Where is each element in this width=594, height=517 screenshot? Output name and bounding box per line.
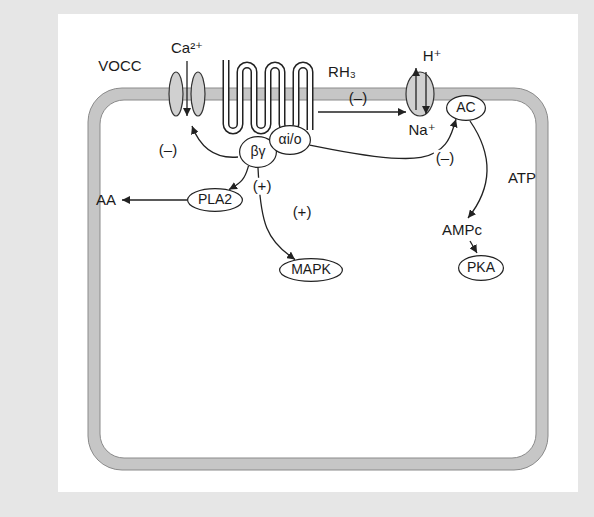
ellipse-shape	[270, 126, 311, 155]
release-arrow	[122, 199, 187, 200]
diagram-label: Ca²⁺	[171, 40, 203, 57]
activation-arrow	[470, 241, 477, 253]
diagram-label: H⁺	[423, 48, 442, 65]
cell-membrane	[88, 88, 548, 470]
ellipse-shape	[459, 256, 504, 281]
signal-ellipse: αi/o	[269, 125, 311, 155]
node-label: βγ	[250, 144, 265, 159]
exchanger	[406, 72, 434, 116]
node-label: PKA	[467, 260, 495, 275]
diagram-label: (–)	[349, 90, 367, 107]
calcium-influx-arrow	[186, 61, 187, 116]
calcium-channel	[191, 72, 205, 116]
sodium-influx-arrow	[425, 72, 426, 114]
signal-ellipse: MAPK	[279, 258, 343, 282]
ellipse-shape	[447, 96, 486, 121]
node-label: PLA2	[198, 192, 232, 207]
node-label: AC	[456, 100, 475, 115]
signal-arrow	[229, 166, 249, 190]
inhibition-arrow	[318, 111, 406, 112]
diagram-label: VOCC	[98, 58, 141, 75]
receptor-outline	[226, 60, 310, 131]
signal-ellipse: PKA	[458, 255, 504, 281]
diagram-label: AA	[96, 192, 116, 209]
diagram-label: ATP	[508, 170, 536, 187]
diagram-label: RH₃	[328, 64, 356, 81]
calcium-channel	[169, 72, 183, 116]
edge-label: (–)	[434, 150, 456, 167]
proton-efflux-arrow	[415, 68, 416, 110]
receptor-helices	[226, 60, 310, 131]
cytoplasm	[100, 100, 536, 458]
diagram-label: Na⁺	[408, 122, 435, 139]
signal-ellipse: PLA2	[187, 188, 243, 212]
white-panel	[58, 14, 578, 492]
edge-label: (+)	[291, 204, 314, 221]
diagram-label: (–)	[159, 142, 177, 159]
diagram-label: AMPc	[442, 222, 482, 239]
conversion-arrow	[468, 121, 487, 218]
ellipse-shape	[280, 259, 343, 282]
node-label: MAPK	[291, 262, 331, 277]
edge-label: (+)	[251, 178, 274, 195]
node-label: αi/o	[279, 132, 302, 147]
ellipse-shape	[188, 189, 243, 212]
signal-ellipse: AC	[446, 95, 486, 121]
